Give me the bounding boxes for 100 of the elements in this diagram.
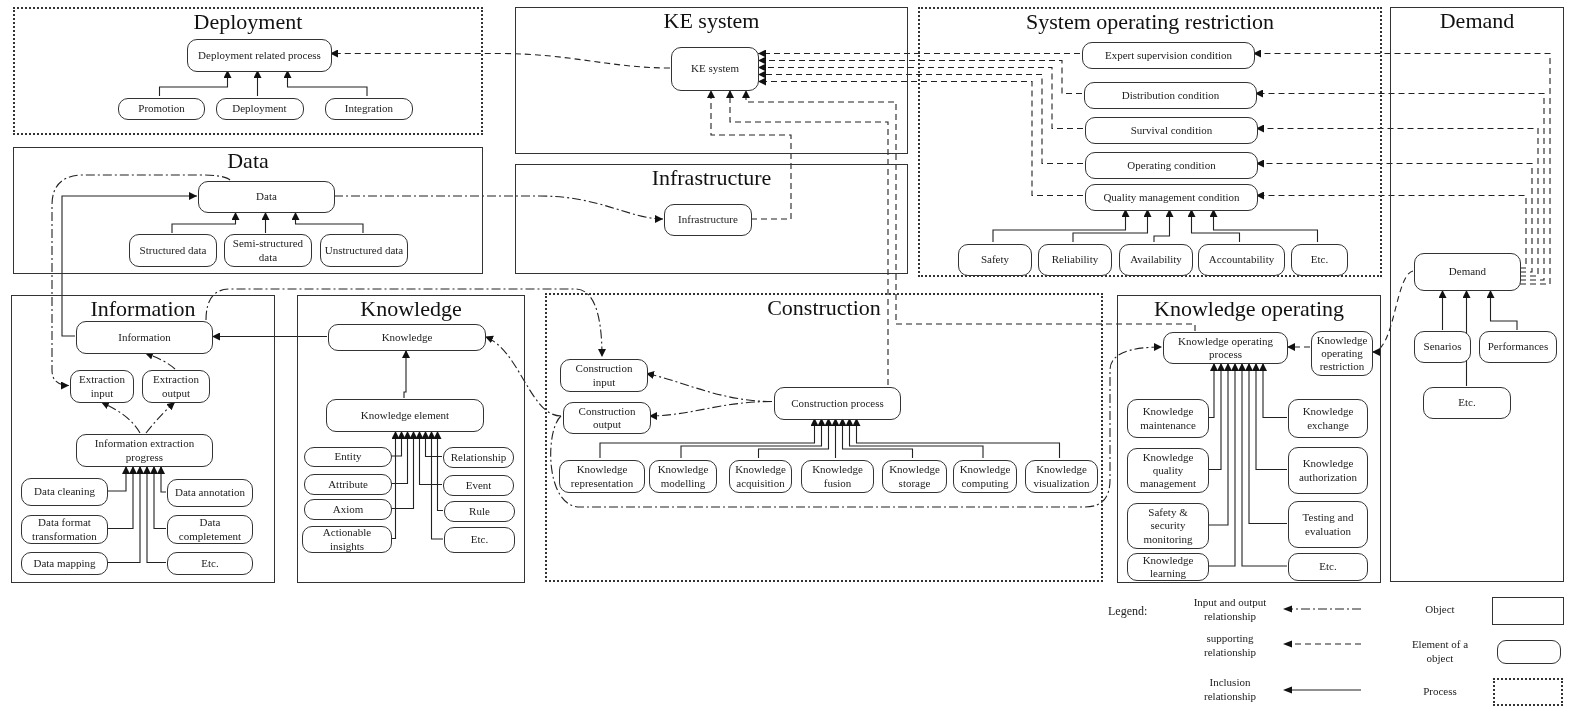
element-box: Unstructured data [320,234,408,267]
element-box: Knowledge learning [1127,553,1209,581]
object-panel [11,295,275,583]
element-box: Etc. [444,527,515,553]
arrow [757,49,1081,58]
element-box: Data completement [167,515,253,544]
element-box: Etc. [167,552,253,575]
arrow [707,89,792,220]
element-box: Structured data [129,234,217,267]
panel-title: Knowledge [360,298,462,320]
element-box: Knowledge representation [559,460,645,493]
panel-title: Demand [1439,10,1515,32]
element-box: Integration [325,98,413,120]
element-box: Promotion [118,98,205,120]
arrow [757,56,1083,95]
arrow [1252,362,1288,471]
process-panel [13,7,483,135]
object-panel [297,295,525,583]
element-box: Demand [1414,253,1521,291]
arrow [726,89,889,386]
arrow [291,211,364,234]
element-box: Data annotation [167,479,253,507]
panel-title: Data [227,150,269,172]
element-box: Etc. [1291,244,1348,276]
panel-title: KE system [663,10,760,32]
arrow [484,335,562,417]
arrow [757,77,1084,197]
element-box: Reliability [1038,244,1112,276]
element-box: Performances [1479,331,1557,363]
arrow [402,349,410,399]
object-panel [515,164,908,274]
arrow [61,192,198,337]
object-panel [515,7,908,154]
arrow [757,63,1084,130]
legend-label: Inclusion relationship [1203,676,1257,704]
process-panel [545,293,1103,582]
element-box: Attribute [304,474,392,495]
legend-heading: Legend: [1108,604,1148,619]
element-box: Availability [1119,244,1193,276]
arrow [261,211,270,234]
element-box: Event [443,475,514,496]
arrow [145,401,176,434]
element-box: Etc. [1288,553,1368,581]
element-box: Expert supervision condition [1082,42,1255,69]
arrow [106,465,144,564]
object-panel [1390,7,1564,582]
element-box: Construction process [774,387,901,420]
legend-label: Process [1422,685,1458,699]
element-box: Deployment related process [187,39,332,72]
panel-title: Deployment [193,11,303,33]
arrow [1207,362,1239,567]
element-box: Knowledge exchange [1288,399,1368,438]
arrow [757,70,1084,165]
arrow [1207,362,1218,419]
element-box: Entity [304,447,392,467]
element-box: KE system [671,47,759,91]
element-box: Knowledge visualization [1025,460,1098,493]
element-box: Survival condition [1085,117,1258,144]
element-box: Knowledge element [326,399,484,432]
element-box: Data format transformation [21,515,108,544]
arrow [143,465,167,564]
arrow [1207,362,1232,526]
element-box: Knowledge operating process [1163,332,1288,364]
element-box: Knowledge authorization [1288,447,1368,494]
element-box: Safety [958,244,1032,276]
legend-label: Input and output relationship [1192,596,1268,624]
element-box: Rule [444,501,515,522]
element-box: Semi-structured data [224,234,312,267]
element-box: Data cleaning [21,478,108,506]
element-box: Knowledge maintenance [1127,399,1209,438]
element-box: Construction input [560,359,648,392]
element-box: Accountability [1198,244,1285,276]
arrow [1486,289,1518,331]
arrow [1207,362,1225,471]
panel-title: Infrastructure [651,167,772,189]
arrow [106,465,137,530]
arrow [390,430,400,540]
element-box: Relationship [443,447,514,468]
element-box: Safety & security monitoring [1127,503,1209,549]
arrow [1259,362,1288,419]
arrow [100,401,141,434]
arrow [1238,362,1288,567]
legend-label: supporting relationship [1203,632,1257,660]
panel-title: System operating restriction [1025,11,1275,33]
legend-label: Element of a object [1410,638,1470,666]
element-box: Extraction input [70,370,134,403]
panel-title: Construction [767,297,881,319]
legend-label: Object [1424,603,1456,617]
arrow [390,430,412,485]
element-box: Construction output [563,402,651,434]
arrow [1438,289,1447,331]
element-box: Etc. [1423,387,1511,419]
element-box: Knowledge computing [953,460,1017,493]
panel-title: Knowledge operating [1154,298,1344,320]
arrow [1245,362,1288,525]
object-panel [1117,295,1381,583]
element-box: Knowledge quality management [1127,448,1209,493]
element-box: Knowledge acquisition [729,460,792,493]
arrow [1371,270,1414,354]
arrow [421,430,443,458]
